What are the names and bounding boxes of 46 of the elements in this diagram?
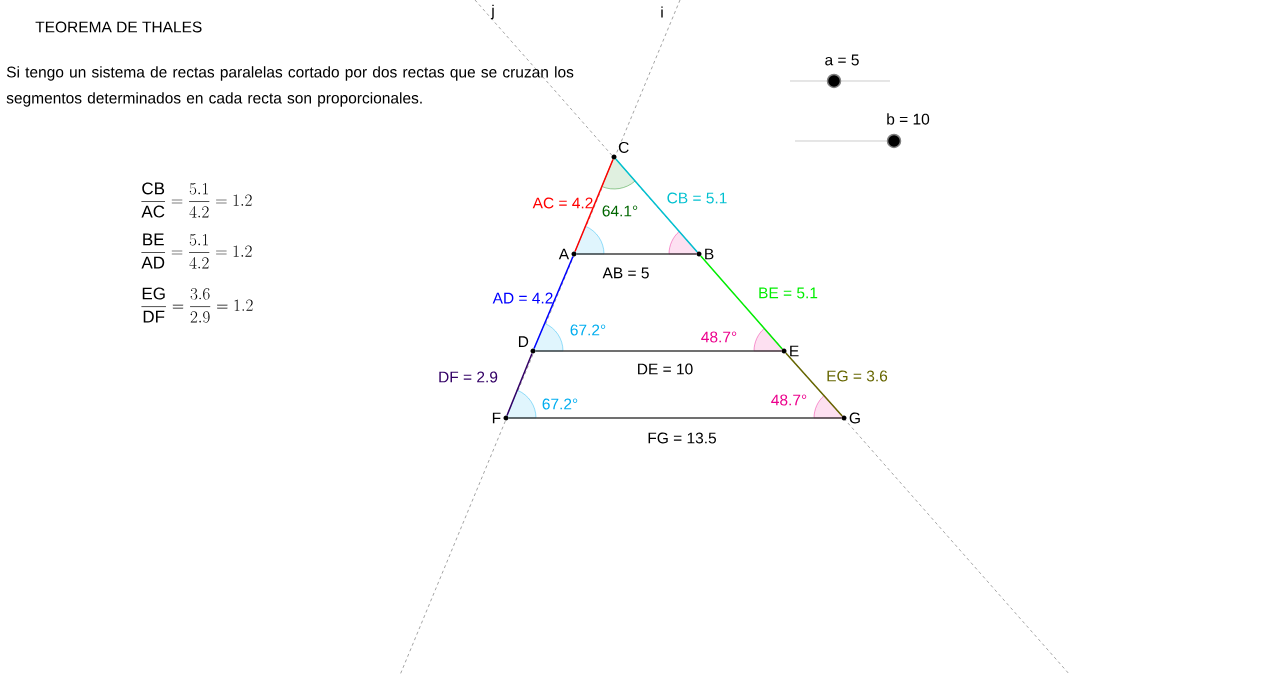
angle-label: 64.1° bbox=[602, 205, 638, 217]
edge-label: AD = 4.2 bbox=[492, 292, 553, 304]
point: G bbox=[841, 412, 860, 424]
formula: $\frac{\mathsf{CB}}{\mathsf{AC}} = \frac{5.1}{4.2} = 1.2$ bbox=[141, 182, 252, 218]
point: D bbox=[519, 336, 536, 354]
point: B bbox=[696, 248, 714, 260]
angle-label: 67.2° bbox=[570, 324, 606, 336]
line-name: i bbox=[661, 6, 663, 18]
node-label: B bbox=[705, 248, 714, 260]
node-label: D bbox=[518, 336, 529, 347]
edge-label: BE = 5.1 bbox=[759, 287, 818, 299]
node-label: A bbox=[558, 248, 570, 260]
segment bbox=[700, 255, 783, 350]
slider-label: a = 5 bbox=[825, 54, 859, 66]
segment bbox=[506, 352, 533, 417]
edge-label: AC = 4.2 bbox=[532, 197, 593, 209]
segment bbox=[533, 255, 574, 350]
node-label: F bbox=[492, 412, 501, 424]
title: TEOREMA DE THALES bbox=[35, 21, 202, 33]
segment bbox=[575, 253, 698, 255]
edge-label: AB = 5 bbox=[602, 267, 649, 279]
angle-label: 67.2° bbox=[542, 398, 578, 410]
point: C bbox=[611, 141, 629, 160]
segment bbox=[785, 352, 843, 417]
edge-label: FG = 13.5 bbox=[648, 432, 717, 444]
edge-label: DF = 2.9 bbox=[439, 371, 498, 383]
edge-label: CB = 5.1 bbox=[667, 192, 727, 204]
angle-label: 48.7° bbox=[701, 331, 737, 343]
point: A bbox=[558, 248, 577, 260]
point: E bbox=[781, 345, 799, 357]
segment bbox=[534, 350, 783, 352]
segment bbox=[507, 417, 843, 419]
segment bbox=[574, 158, 614, 253]
segment bbox=[615, 158, 698, 253]
line-name: j bbox=[490, 4, 494, 20]
point: F bbox=[492, 412, 509, 424]
node-label: G bbox=[849, 412, 860, 424]
edge-label: EG = 3.6 bbox=[827, 370, 888, 382]
node-label: C bbox=[618, 141, 629, 153]
edge-label: DE = 10 bbox=[638, 363, 693, 375]
slider-label: b = 10 bbox=[887, 113, 930, 125]
formula: $\frac{\mathsf{BE}}{\mathsf{AD}} = \frac{5.1}{4.2} = 1.2$ bbox=[141, 233, 252, 269]
node-label: E bbox=[790, 345, 799, 357]
paragraph: Si tengo un sistema de rectas paralelas cortado por dos rectas que se cruzan los segmentos determinados en cada recta son proporcionales. bbox=[6, 66, 574, 107]
angle-label: 48.7° bbox=[771, 394, 807, 406]
formula: $\frac{\mathsf{EG}}{\mathsf{DF}} = \frac{3.6}{2.9} = 1.2$ bbox=[141, 287, 253, 323]
